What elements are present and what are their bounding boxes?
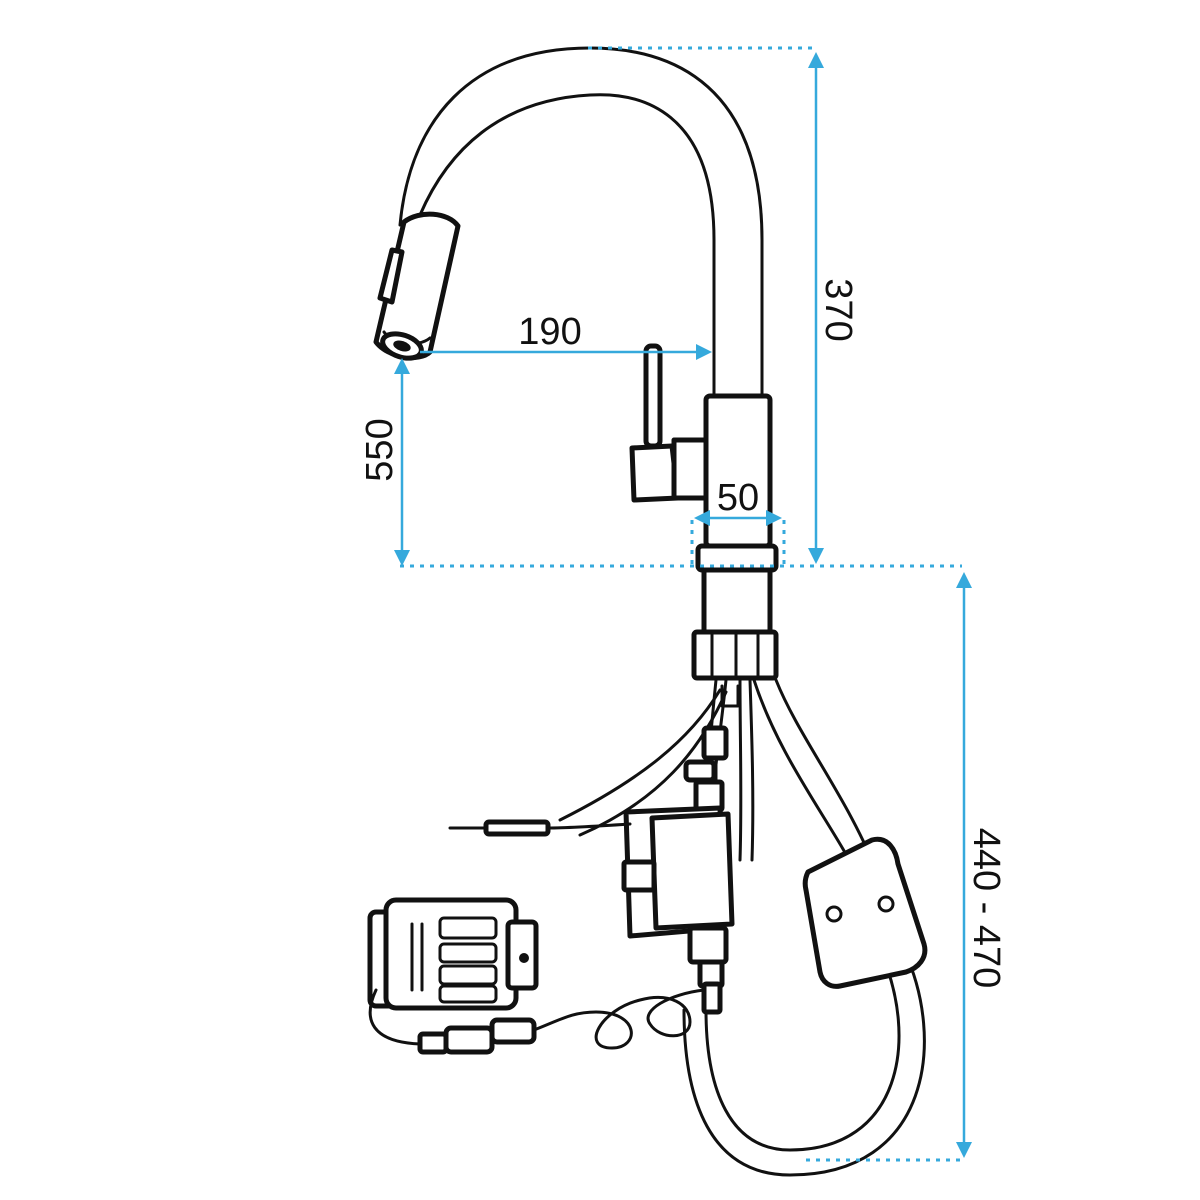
dim-label-total-height: 550: [359, 418, 401, 481]
dimension-lines: [394, 46, 972, 1162]
pull-out-hose: [682, 678, 926, 1177]
dim-label-base-diameter: 50: [717, 477, 759, 519]
mounting-shank: [701, 567, 773, 637]
base-ring: [695, 543, 779, 573]
hose-weight: [802, 836, 928, 989]
battery-cable: [368, 988, 706, 1055]
battery-box: [367, 897, 539, 1011]
spray-head: [373, 211, 461, 361]
mounting-nut: [691, 629, 779, 681]
dim-label-hose-length: 440 - 470: [965, 828, 1007, 989]
lever-handle: [629, 343, 711, 503]
faucet-body: [703, 393, 773, 549]
dim-label-spout-reach: 190: [518, 311, 581, 353]
faucet: [367, 46, 928, 1177]
sensor-cable: [448, 819, 632, 837]
dim-label-spout-height: 370: [817, 278, 859, 341]
solenoid-valve: [621, 725, 735, 1015]
